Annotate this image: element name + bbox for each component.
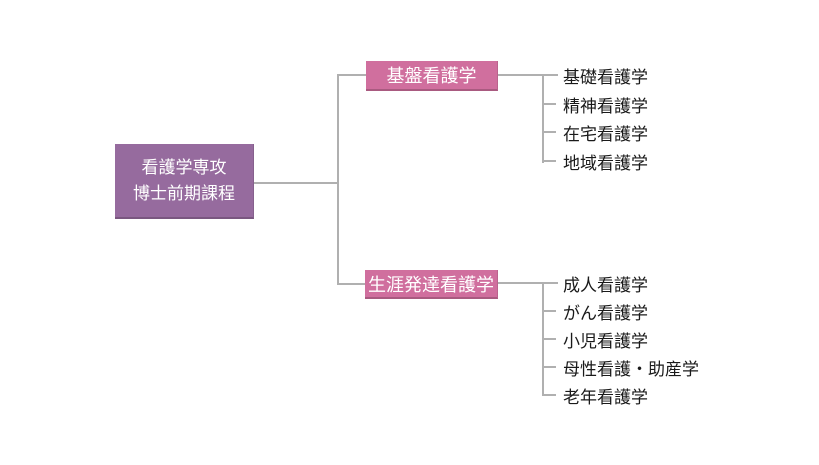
connector-group2-tick2 — [542, 310, 556, 312]
leaf-node: 精神看護学 — [563, 96, 648, 116]
connector-group1-tick3 — [542, 131, 556, 133]
leaf-node: 地域看護学 — [563, 153, 648, 173]
root-label-line2: 博士前期課程 — [133, 183, 235, 203]
group2-node-box: 生涯発達看護学 — [365, 270, 498, 299]
connector-root-to-trunk — [254, 182, 338, 184]
connector-trunk-to-group2 — [337, 283, 365, 285]
root-label-line1: 看護学専攻 — [141, 157, 227, 177]
connector-group1-to-leaf1 — [498, 74, 558, 76]
connector-group2-tick4 — [542, 366, 556, 368]
group1-node-box: 基盤看護学 — [366, 61, 498, 91]
connector-trunk-to-group1 — [337, 74, 366, 76]
leaf-node: 小児看護学 — [563, 331, 648, 351]
group2-label: 生涯発達看護学 — [368, 274, 494, 295]
connector-group2-tick5 — [542, 394, 556, 396]
connector-trunk-vertical — [337, 74, 339, 285]
leaf-node: がん看護学 — [563, 303, 648, 323]
leaf-node: 成人看護学 — [563, 275, 648, 295]
leaf-node: 在宅看護学 — [563, 124, 648, 144]
connector-group2-to-leaf1 — [498, 282, 558, 284]
leaf-node: 基礎看護学 — [563, 67, 648, 87]
connector-group1-vertical — [542, 74, 544, 163]
root-node-box: 看護学専攻 博士前期課程 — [115, 144, 254, 219]
connector-group1-tick2 — [542, 103, 556, 105]
leaf-node: 老年看護学 — [563, 387, 648, 407]
connector-group1-tick4 — [542, 160, 556, 162]
leaf-node: 母性看護・助産学 — [563, 359, 699, 379]
group1-label: 基盤看護学 — [386, 66, 477, 86]
connector-group2-tick3 — [542, 338, 556, 340]
